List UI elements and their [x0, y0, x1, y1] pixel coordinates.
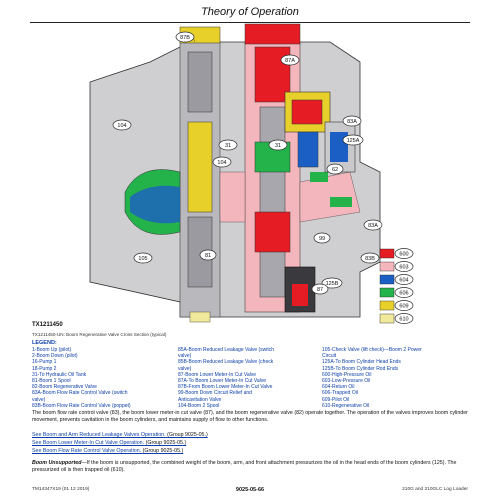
valve-cross-section-figure: 600 603 604 606 609 610 87B 87A 104 31 3… [30, 22, 470, 325]
callout-31-right: 31 [275, 143, 281, 149]
color-key: 600 603 604 606 609 610 [379, 248, 414, 324]
figure-caption: TX1211450-UN: Boom Regenerative Valve Cr… [32, 332, 167, 337]
legend: 1-Boom Up (pilot) 2-Boom Down (pilot) 16… [32, 347, 472, 409]
legend-item: 105-Check Valve (lift check)—Boom 2 Powe… [322, 347, 422, 353]
callout-125b: 125B [326, 281, 339, 287]
legend-item: 83A-Boom Flow Rate Control Valve (switch [32, 390, 128, 397]
legend-item: 2-Boom Down (pilot) [32, 353, 78, 360]
boom-unsupported-paragraph: Boom Unsupported—If the boom is unsuppor… [32, 460, 468, 473]
callout-99: 99 [319, 236, 325, 242]
legend-column-3: 105-Check Valve (lift check)—Boom 2 Powe… [322, 347, 422, 409]
callout-87: 87 [317, 287, 323, 293]
legend-item: 31-To Hydraulic Oil Tank [32, 371, 87, 378]
legend-item: 87A-To Boom Lower Meter-In Cut Valve [178, 378, 267, 385]
legend-item: 81-Boom 1 Spool [32, 378, 71, 385]
footer-doc-id: TM14347X19 (01 12 2019) [32, 487, 90, 492]
legend-item: Anticavitation Valve [178, 396, 222, 403]
page-title: Theory of Operation [201, 6, 299, 18]
legend-title: LEGEND: [32, 340, 57, 346]
legend-item: 18-Pump 2 [32, 365, 57, 372]
footer-page-number: 9025-05-66 [235, 487, 265, 493]
page-footer: TM14347X19 (01 12 2019) 9025-05-66 210G … [32, 487, 468, 497]
legend-item: 125B-To Boom Cylinder Rod Ends [322, 365, 399, 372]
link-reduced-leakage-valves[interactable]: See Boom and Arm Reduced Leakage Valves … [32, 432, 208, 438]
callout-31-left: 31 [225, 143, 231, 149]
legend-item: 1-Boom Up (pilot) [32, 347, 72, 353]
legend-item: 609-Pilot Oil [322, 396, 350, 403]
callout-104-mid: 104 [217, 160, 226, 166]
callout-104-top: 104 [117, 123, 126, 129]
legend-item: 99-Boom Down Circuit Relief and [178, 390, 252, 397]
link-flow-rate-control-valve[interactable]: See Boom Flow Rate Control Valve Operati… [32, 448, 183, 454]
link-group: (Group 9025-05.) [167, 432, 208, 438]
link-text[interactable]: See Boom Lower Meter-In Cut Valve Operat… [32, 440, 145, 446]
legend-item: 83B-Boom Flow Rate Control Valve (poppet… [32, 402, 131, 409]
link-text[interactable]: See Boom and Arm Reduced Leakage Valves … [32, 432, 166, 438]
callouts: 87B 87A 104 31 31 83A 125A 104 62 105 99… [112, 31, 383, 295]
legend-item: 610-Regenerative Oil [322, 402, 370, 409]
legend-item: 85B-Boom Reduced Leakage Valve (check [178, 359, 274, 366]
color-key-610: 610 [399, 316, 408, 322]
valve-cross-section-drawing: 600 603 604 606 609 610 87B 87A 104 31 3… [89, 23, 414, 324]
legend-item: 87-Boom Lower Meter-In Cut Valve [178, 371, 256, 378]
legend-item: 125A-To Boom Cylinder Head Ends [322, 359, 401, 366]
link-meter-in-cut-valve[interactable]: See Boom Lower Meter-In Cut Valve Operat… [32, 440, 186, 446]
callout-125a: 125A [347, 138, 360, 144]
color-key-603: 603 [399, 264, 408, 270]
body-paragraph: The boom flow rate control valve (83), t… [32, 410, 468, 423]
legend-item: 603-Low-Pressure Oil [322, 378, 371, 385]
legend-item: 600-High-Pressure Oil [322, 371, 372, 378]
link-group: (Group 9025-05.) [142, 448, 184, 454]
callout-83b: 83B [365, 256, 375, 262]
legend-item: 16-Pump 1 [32, 359, 57, 366]
legend-item: 82-Boom Regenerative Valve [32, 384, 97, 391]
color-key-604: 604 [399, 277, 408, 283]
legend-item: Circuit [322, 353, 337, 360]
legend-item: valve) [178, 365, 192, 372]
callout-87b: 87B [180, 35, 190, 41]
legend-item: valve) [32, 396, 46, 403]
boom-unsupported-text: —If the boom is unsupported, the combine… [32, 460, 457, 473]
link-text[interactable]: See Boom Flow Rate Control Valve Operati… [32, 448, 142, 454]
legend-item: 606-Trapped Oil [322, 390, 358, 397]
footer-model: 210G and 210GLC Log Loader [402, 487, 468, 492]
legend-item: valve) [178, 353, 192, 360]
callout-83a-top: 83A [347, 119, 357, 125]
callout-105: 105 [138, 256, 147, 262]
legend-item: 104-Boom 2 Spool [178, 402, 220, 409]
figure-id: TX1211450 [32, 322, 63, 328]
color-key-600: 600 [399, 251, 408, 257]
boom-unsupported-title: Boom Unsupported [32, 460, 82, 466]
legend-item: 87B-From Boom Lower Meter-In Cut Valve [178, 384, 273, 391]
legend-column-1: 1-Boom Up (pilot) 2-Boom Down (pilot) 16… [32, 347, 131, 409]
page-header: Theory of Operation [30, 4, 470, 23]
callout-81: 81 [205, 253, 211, 259]
callout-87a: 87A [285, 58, 295, 64]
callout-62: 62 [332, 167, 338, 173]
legend-column-2: 85A-Boom Reduced Leakage Valve (switch v… [178, 347, 274, 409]
legend-item: 85A-Boom Reduced Leakage Valve (switch [178, 347, 275, 353]
legend-item: 604-Return Oil [322, 384, 355, 391]
link-group: (Group 9025-05.) [145, 440, 187, 446]
callout-83a-side: 83A [368, 223, 378, 229]
color-key-606: 606 [399, 290, 408, 296]
color-key-609: 609 [399, 303, 408, 309]
